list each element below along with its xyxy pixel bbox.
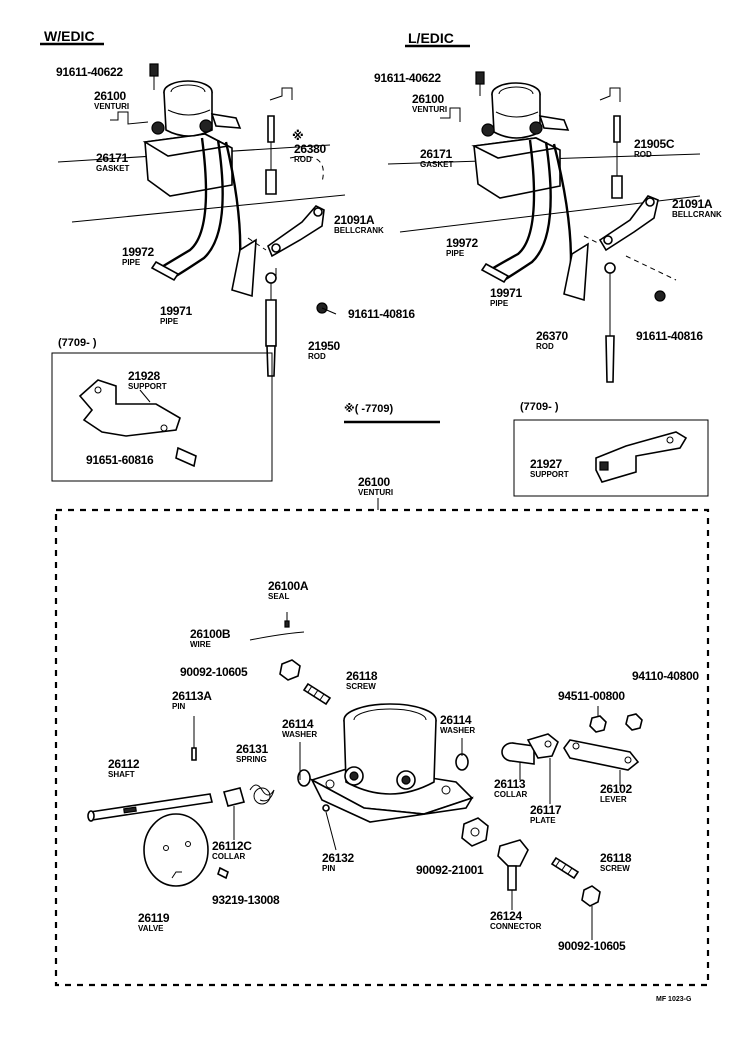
part-label: 91651-60816 — [86, 453, 154, 467]
part-label: 91611-40622 — [56, 65, 123, 79]
left-inset-drawing — [51, 352, 273, 482]
left-title: W/EDIC — [44, 28, 95, 44]
part-label: 91611-40622 — [374, 71, 441, 85]
part-label: 90092-10605 — [180, 665, 248, 679]
left-assembly-drawing — [40, 42, 346, 377]
part-label: 93219-13008 — [212, 893, 280, 907]
mark-note: ※( -7709) — [344, 403, 394, 415]
part-label: 90092-21001 — [416, 863, 484, 877]
exploded-view-drawing — [54, 498, 710, 987]
right-inset-note: (7709- ) — [520, 401, 559, 413]
part-label: 90092-10605 — [558, 939, 626, 953]
part-label: 94511-00800 — [558, 689, 625, 703]
left-inset-note: (7709- ) — [58, 337, 97, 349]
part-label: 91611-40816 — [348, 307, 415, 321]
part-label: 91611-40816 — [636, 329, 703, 343]
right-title: L/EDIC — [408, 30, 454, 46]
footer-code: MF 1023-G — [656, 996, 692, 1003]
part-label: 94110-40800 — [632, 669, 699, 683]
right-inset-drawing — [344, 419, 709, 497]
right-assembly-drawing — [387, 44, 701, 383]
mark-symbol: ※ — [292, 129, 304, 143]
